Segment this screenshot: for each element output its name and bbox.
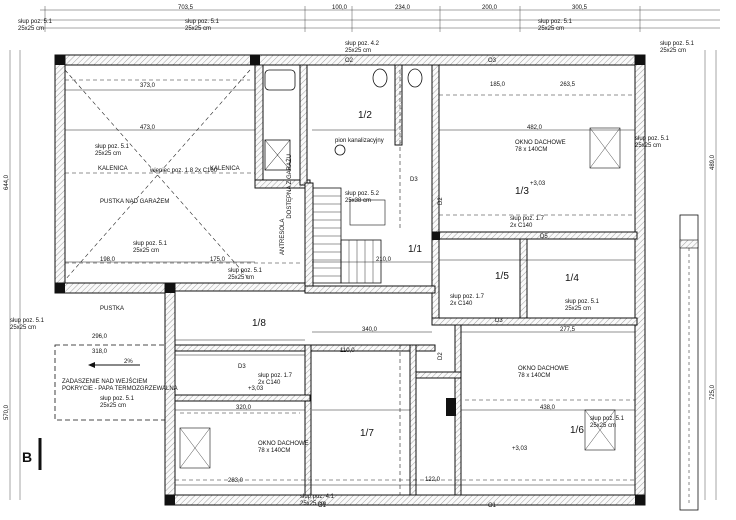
- dim-110: 110,0: [340, 348, 355, 354]
- window-o2: O2: [345, 58, 354, 64]
- dim-top-4: 200,0: [482, 5, 498, 11]
- dim-438: 438,0: [540, 405, 556, 411]
- side-structure: [679, 214, 699, 511]
- dim-right-1: 489,0: [710, 154, 716, 170]
- dim-320: 320,0: [236, 405, 252, 411]
- bathroom-fixtures: [264, 68, 423, 171]
- room-1-5: 1/5: [495, 271, 509, 282]
- columns: [55, 55, 645, 505]
- room-1-8: 1/8: [252, 318, 266, 329]
- door-d2-lower: D2: [438, 352, 444, 360]
- left-dimension-chain: 644,0 570,0: [4, 50, 21, 500]
- right-dimension-chain: 489,0 725,0: [704, 50, 717, 500]
- slope-label: 2%: [124, 359, 133, 365]
- window-o1-right: O1: [488, 503, 497, 509]
- door-d3-left: D3: [238, 364, 246, 370]
- dim-175: 175,0: [210, 257, 226, 263]
- dim-340: 340,0: [362, 327, 378, 333]
- skylights: [179, 127, 621, 469]
- pustka-garaz-label: PUSTKA NAD GARAŻEM: [100, 198, 169, 205]
- dim-318: 318,0: [92, 349, 108, 355]
- level-1: +3,03: [530, 181, 546, 187]
- dim-left-2: 570,0: [4, 404, 10, 420]
- door-d3-lower: D3: [495, 318, 503, 324]
- dim-right-2: 725,0: [710, 384, 716, 400]
- entrance-canopy: [54, 344, 166, 421]
- door-d5: D5: [540, 234, 548, 240]
- room-labels: 1/1 1/2 1/3 1/4 1/5 1/6 1/7 1/8: [252, 110, 584, 439]
- room-1-2: 1/2: [358, 110, 372, 121]
- section-marker-b: B: [22, 438, 42, 470]
- top-dimension-chain: 703,5 100,0 234,0 200,0 300,5: [40, 5, 720, 32]
- outer-walls: [54, 54, 646, 506]
- wieniec-label: wieniec poz. 1.8 2x C160: [149, 168, 218, 174]
- dim-185: 185,0: [490, 82, 506, 88]
- window-o1-left: O1: [318, 503, 327, 509]
- room-1-1: 1/1: [408, 244, 422, 255]
- kalenica-2: KALENICA: [210, 166, 240, 172]
- dim-122: 122,0: [425, 477, 441, 483]
- antresola-label: ANTRESOLADOSTĘPNA Z GARAŻU: [280, 154, 293, 255]
- kalenica-1: KALENICA: [98, 166, 128, 172]
- dim-283: 283,0: [228, 478, 244, 484]
- annotations: PUSTKA NAD GARAŻEM PUSTKA ANTRESOLADOSTĘ…: [10, 19, 695, 507]
- dim-top-2: 100,0: [332, 5, 348, 11]
- staircase: [312, 187, 382, 284]
- dim-473: 473,0: [140, 125, 156, 131]
- door-d2-upper: D2: [438, 197, 444, 205]
- dim-top-5: 300,5: [572, 5, 588, 11]
- room-1-7: 1/7: [360, 428, 374, 439]
- opening-tags: D3 D2 D5 D3 D3 D2 O2 O3 O1 O1: [238, 58, 548, 509]
- level-3: +3,03: [512, 446, 528, 452]
- dim-263: 263,5: [560, 82, 576, 88]
- dim-277: 277,5: [560, 327, 576, 333]
- dim-482-top: 482,0: [527, 125, 543, 131]
- dim-373: 373,0: [140, 83, 156, 89]
- pion-label: pion kanalizacyjny: [335, 138, 384, 144]
- roof-lines: [64, 69, 635, 495]
- room-1-6: 1/6: [570, 425, 584, 436]
- door-d3-upper: D3: [410, 177, 418, 183]
- dim-left-1: 644,0: [4, 174, 10, 190]
- dim-198: 198,0: [100, 257, 116, 263]
- dim-top-1: 703,5: [178, 5, 194, 11]
- dim-top-3: 234,0: [395, 5, 411, 11]
- dim-210: 210,0: [376, 257, 392, 263]
- inner-dimensions: 373,0 473,0 296,0 318,0 320,0 482,0 438,…: [92, 82, 576, 484]
- dim-296: 296,0: [92, 334, 108, 340]
- room-1-4: 1/4: [565, 273, 579, 284]
- window-o3: O3: [488, 58, 497, 64]
- section-label: B: [22, 449, 32, 465]
- room-1-3: 1/3: [515, 186, 529, 197]
- pustka-label: PUSTKA: [100, 306, 124, 312]
- level-2: +3,03: [248, 386, 264, 392]
